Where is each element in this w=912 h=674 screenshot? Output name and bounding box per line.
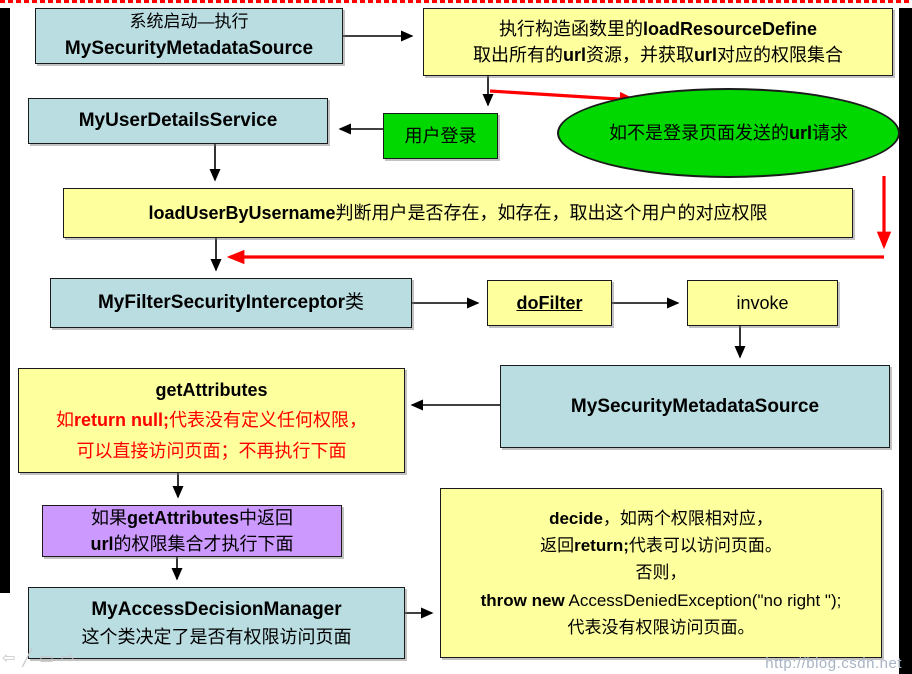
text-line: MyFilterSecurityInterceptor类 [97,292,365,314]
text-line: 执行构造函数里的loadResourceDefine [498,18,818,39]
node-invoke: invoke [687,280,838,326]
text-line: decide，如两个权限相对应， [549,509,773,529]
node-attributes-return-condition: 如果getAttributes中返回 url的权限集合才执行下面 [42,505,342,557]
text-line: 系统启动—执行 [129,11,249,31]
text-line: MySecurityMetadataSource [64,37,314,59]
rectangle-icon: ▭ [39,650,55,667]
node-system-start: 系统启动—执行 MySecurityMetadataSource [35,8,343,64]
red-dotted-border [0,0,912,3]
text-line: 代表没有权限访问页面。 [567,617,755,637]
text-line: 可以直接访问页面；不再执行下面 [76,440,347,461]
text-line: 用户登录 [404,125,477,146]
text-line: 这个类决定了是否有权限访问页面 [81,626,352,647]
right-black-bar [899,8,912,674]
text-line: MyUserDetailsService [78,110,278,132]
text-line: MySecurityMetadataSource [570,395,820,417]
node-dofilter: doFilter [487,280,612,326]
diagonal-line-icon: ╱ [22,650,33,667]
text-line: 如return null;代表没有定义任何权限， [56,410,367,431]
text-line: MyAccessDecisionManager [91,599,342,621]
node-decide: decide，如两个权限相对应， 返回return;代表可以访问页面。 否则， … [440,488,882,658]
text-line: 取出所有的url资源，并获取url对应的权限集合 [472,45,844,65]
left-black-bar [0,8,10,593]
text-line: loadUserByUsername判断用户是否存在，如存在，取出这个用户的对应… [148,202,768,223]
node-load-resource-define: 执行构造函数里的loadResourceDefine 取出所有的url资源，并获… [423,8,893,76]
text-line: doFilter [516,292,583,313]
watermark-url: http://blog.csdn.net [765,655,902,672]
text-line: throw new AccessDeniedException("no righ… [480,590,842,610]
red-arrow-to-url-request-ellipse [489,89,638,107]
left-block-arrow-icon: ⇦ [2,650,16,667]
text-line: 如不是登录页面发送的url请求 [608,122,848,143]
node-get-attributes: getAttributes 如return null;代表没有定义任何权限， 可… [18,368,405,473]
node-access-decision-manager: MyAccessDecisionManager 这个类决定了是否有权限访问页面 [28,587,405,659]
node-filter-security-interceptor: MyFilterSecurityInterceptor类 [50,278,412,328]
text-line: 返回return;代表可以访问页面。 [540,536,782,556]
node-load-user-by-username: loadUserByUsername判断用户是否存在，如存在，取出这个用户的对应… [63,188,853,238]
drawing-toolbar-remnant: ⇦ ╱ ▭ ⇨ [2,648,75,668]
text-line: 如果getAttributes中返回 [91,507,293,528]
node-url-request-ellipse: 如不是登录页面发送的url请求 [557,88,900,178]
node-user-details-service: MyUserDetailsService [28,98,328,144]
text-line: getAttributes [155,379,268,400]
right-block-arrow-icon: ⇨ [61,650,75,667]
text-line: invoke [736,292,789,313]
text-line: url的权限集合才执行下面 [90,534,294,554]
text-line: 否则， [635,563,687,583]
node-user-login: 用户登录 [383,113,498,159]
node-security-metadata-source: MySecurityMetadataSource [500,365,890,448]
